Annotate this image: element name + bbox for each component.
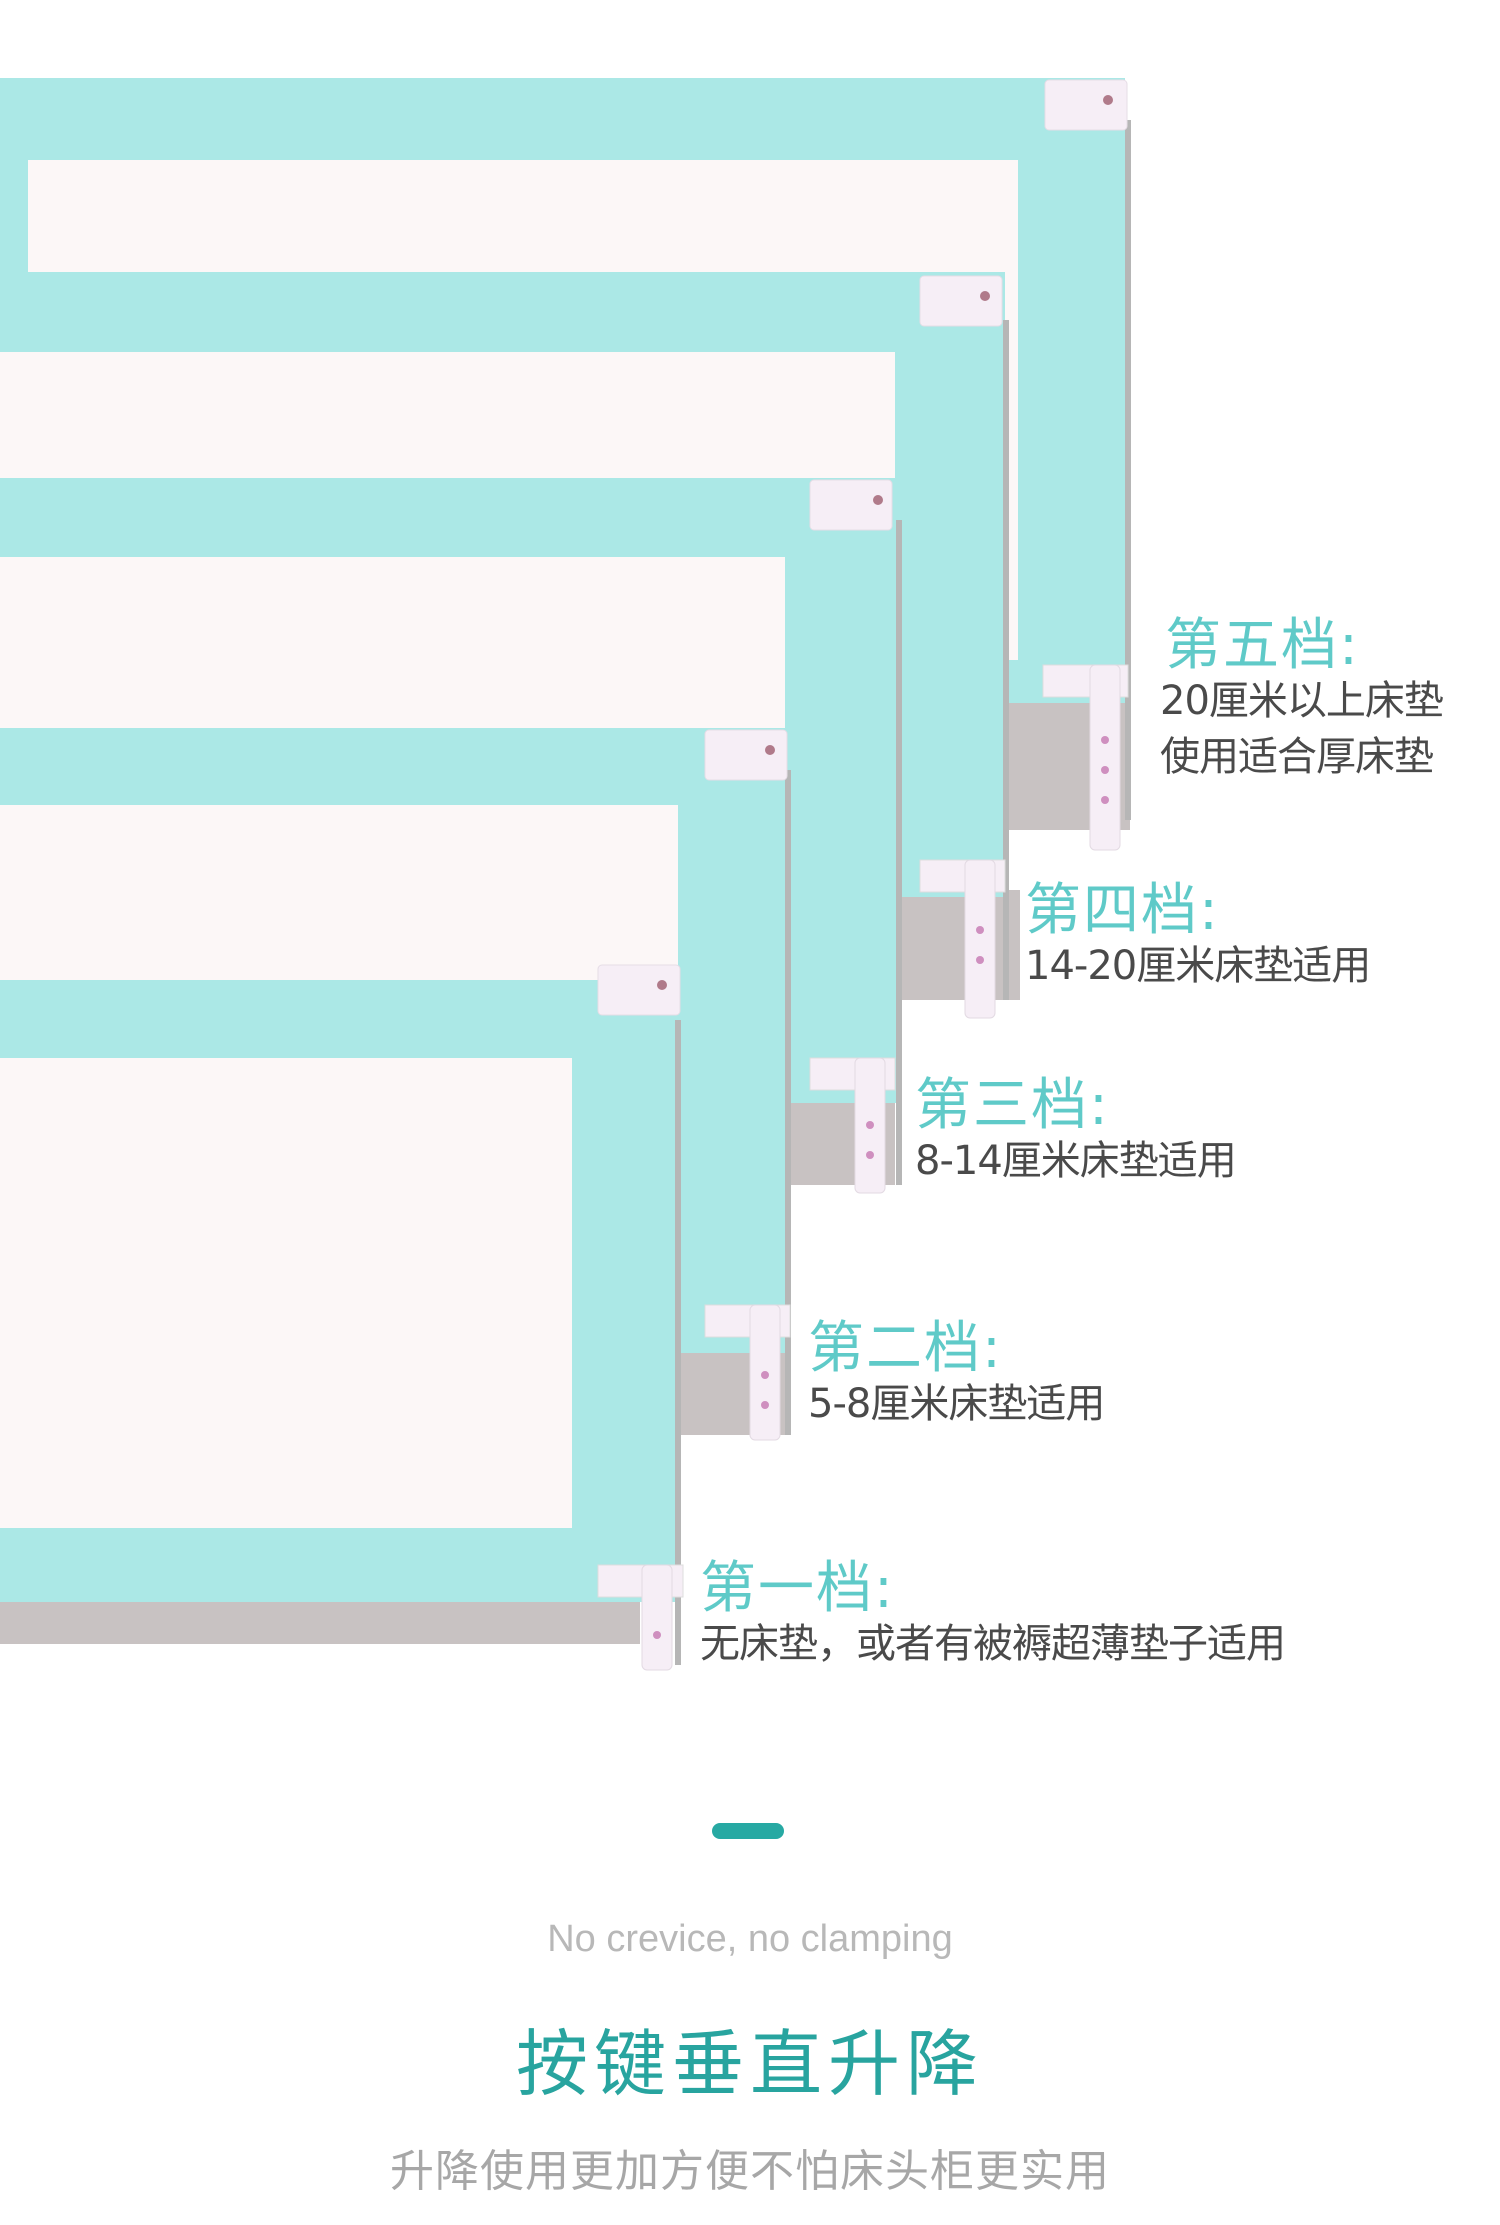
level-3-title: 第三档: xyxy=(915,1073,1110,1138)
page-indicator xyxy=(712,1823,784,1839)
level-2-desc: 5-8厘米床垫适用 xyxy=(808,1381,1105,1427)
height-adjust-clip xyxy=(597,1564,684,1671)
mesh-panel xyxy=(0,1058,572,1528)
height-adjust-clip xyxy=(809,1057,896,1194)
level-4-title: 第四档: xyxy=(1025,878,1220,943)
top-bracket xyxy=(1044,79,1128,131)
level-5-title: 第五档: xyxy=(1165,613,1360,678)
height-adjust-clip xyxy=(919,859,1006,1019)
top-bracket xyxy=(809,479,893,531)
support-post xyxy=(1125,120,1131,820)
top-bracket xyxy=(704,729,788,781)
support-post xyxy=(896,520,902,1185)
rail-level-1 xyxy=(0,964,684,1671)
support-post xyxy=(785,770,791,1435)
subtitle-english: No crevice, no clamping xyxy=(547,1918,953,1960)
height-adjust-clip xyxy=(1042,664,1129,851)
bed-rail-illustration xyxy=(0,78,1131,1671)
mattress-block xyxy=(890,890,1020,1000)
top-bracket xyxy=(597,964,681,1016)
level-1-desc: 无床垫，或者有被褥超薄垫子适用 xyxy=(700,1621,1286,1667)
headline: 按键垂直升降 xyxy=(515,2022,984,2106)
level-5-desc-line-2: 使用适合厚床垫 xyxy=(1160,734,1434,780)
level-1-title: 第一档: xyxy=(700,1556,895,1621)
mattress-strip xyxy=(0,1602,640,1644)
level-2-title: 第二档: xyxy=(808,1316,1003,1381)
level-4-desc: 14-20厘米床垫适用 xyxy=(1025,943,1371,989)
level-3-desc: 8-14厘米床垫适用 xyxy=(915,1138,1237,1184)
height-adjust-clip xyxy=(704,1304,791,1441)
support-post xyxy=(675,1020,681,1665)
level-5-desc-line-1: 20厘米以上床垫 xyxy=(1160,678,1444,724)
caption: 升降使用更加方便不怕床头柜更实用 xyxy=(390,2146,1110,2197)
support-post xyxy=(1003,320,1009,1000)
top-bracket xyxy=(919,275,1003,327)
